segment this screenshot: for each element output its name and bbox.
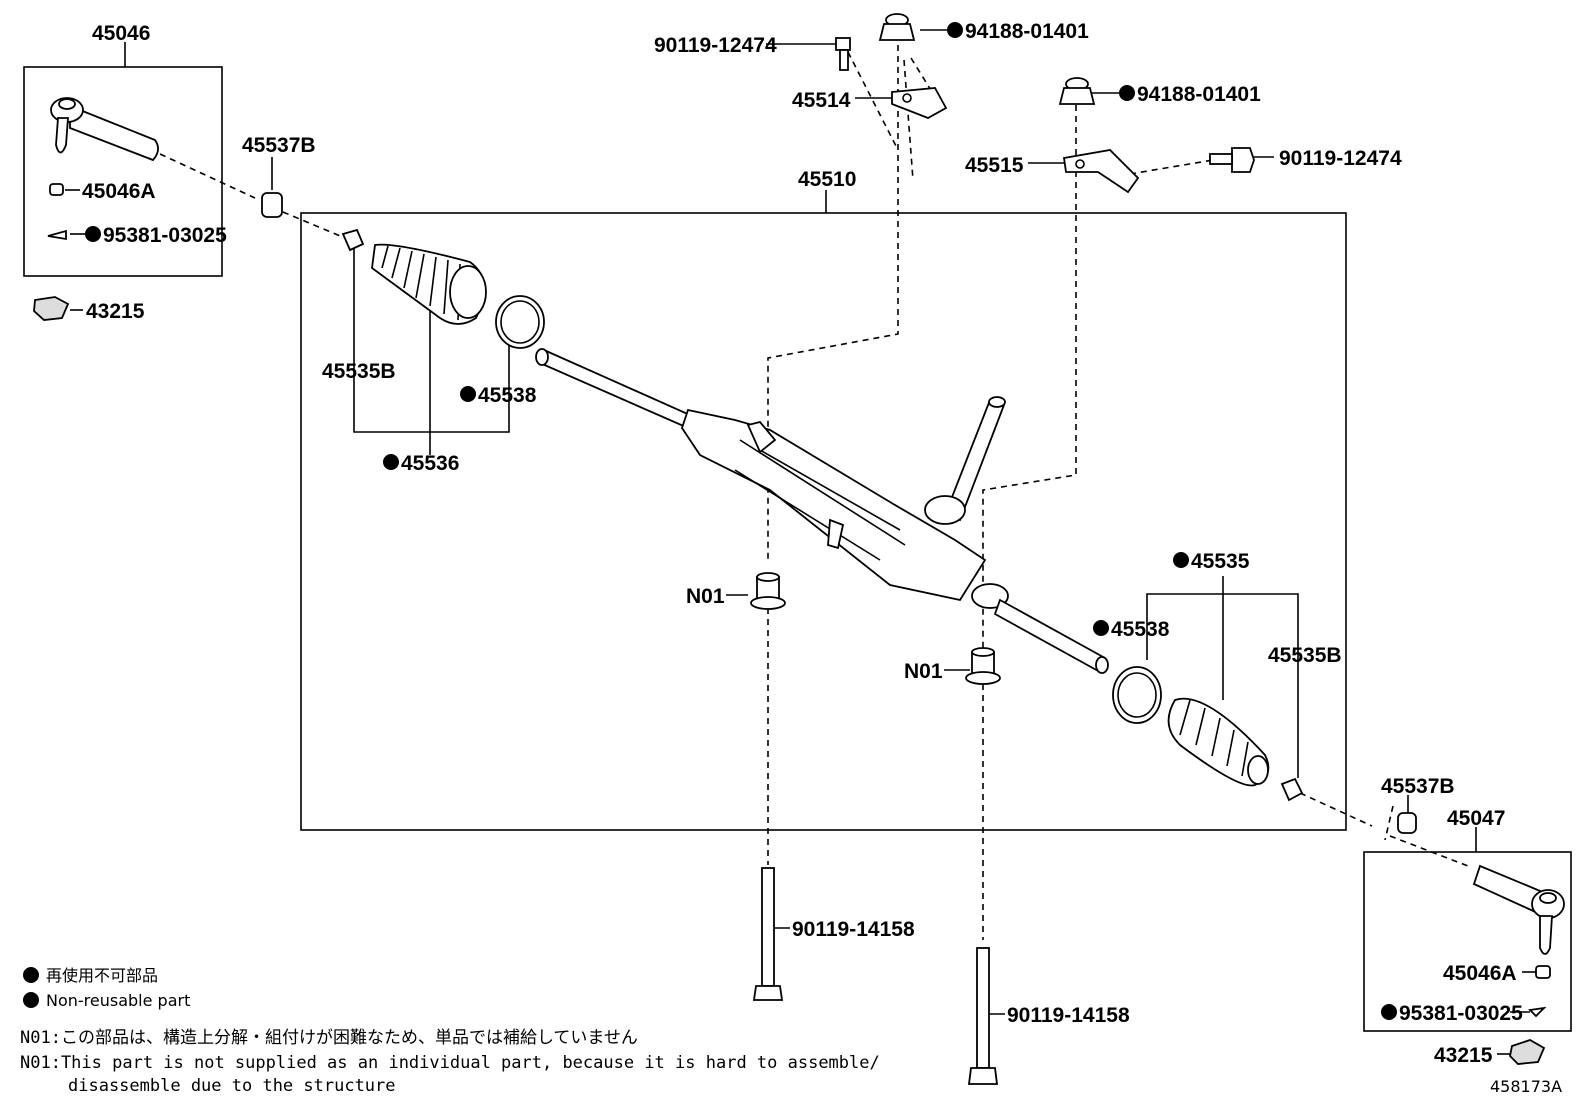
left-pin-drawing	[47, 229, 67, 241]
left-bushing-drawing	[750, 572, 786, 610]
label-n01-right: N01	[904, 660, 943, 683]
label-bolt-top-left: 90119-12474	[654, 34, 777, 57]
right-boot-drawing	[1167, 697, 1270, 787]
left-clamp-ring-drawing	[495, 295, 545, 349]
label-45538-left: 45538	[478, 384, 537, 407]
steering-rack-drawing	[535, 348, 1109, 674]
right-clamp-ring-drawing	[1112, 666, 1162, 724]
label-43215-right: 43215	[1434, 1044, 1493, 1067]
right-long-bolt-drawing	[967, 947, 999, 1085]
legend-en: Non-reusable part	[46, 991, 190, 1010]
label-45514: 45514	[792, 89, 851, 112]
left-nut-drawing	[33, 296, 70, 321]
left-clamp-drawing	[261, 192, 283, 218]
label-nut-top-left: 94188-01401	[965, 20, 1089, 43]
left-boot-drawing	[371, 243, 487, 325]
figure-id: 458173A	[1490, 1077, 1562, 1096]
right-nut-drawing	[1509, 1039, 1546, 1065]
right-45046a-drawing	[1535, 965, 1551, 979]
top-right-nut-drawing	[1058, 77, 1096, 105]
right-boot-clip-drawing	[1280, 777, 1304, 802]
note-en-line2: disassemble due to the structure	[68, 1076, 396, 1096]
label-45515: 45515	[965, 154, 1024, 177]
label-45537b-left: 45537B	[242, 134, 316, 157]
label-45538-right: 45538	[1111, 618, 1170, 641]
left-boot-clip-drawing	[341, 228, 365, 252]
label-45536: 45536	[401, 452, 459, 475]
label-45047: 45047	[1447, 807, 1505, 830]
label-45046a-left: 45046A	[82, 180, 156, 203]
right-tie-rod-end-drawing	[1472, 864, 1565, 955]
label-45535b-left: 45535B	[322, 360, 396, 383]
label-nut-top-right: 94188-01401	[1137, 83, 1261, 106]
label-pin-left: 95381-03025	[103, 224, 227, 247]
leader-lines	[65, 29, 1536, 1055]
left-tie-rod-end-drawing	[50, 97, 159, 162]
top-left-nut-drawing	[878, 13, 916, 41]
left-45046a-drawing	[49, 183, 64, 196]
label-bolt-top-right: 90119-12474	[1279, 147, 1402, 170]
left-bracket-45514-drawing	[891, 87, 948, 119]
label-45535b-right: 45535B	[1268, 644, 1342, 667]
label-45537b-right: 45537B	[1381, 775, 1455, 798]
right-bushing-drawing	[965, 647, 1001, 685]
label-long-bolt-right: 90119-14158	[1007, 1004, 1130, 1027]
label-45046: 45046	[92, 22, 150, 45]
non-reusable-markers	[23, 22, 1397, 1020]
top-left-bolt-drawing	[835, 37, 851, 71]
right-bracket-45515-drawing	[1062, 149, 1140, 194]
label-pin-right: 95381-03025	[1399, 1002, 1523, 1025]
top-right-bolt-drawing	[1209, 147, 1255, 173]
note-jp: N01:この部品は、構造上分解・組付けが困難なため、単品では補給していません	[20, 1028, 638, 1048]
right-tie-rod-box	[1363, 851, 1572, 1032]
gear-assembly-box	[300, 212, 1347, 831]
left-long-bolt-drawing	[752, 867, 784, 1001]
left-tie-rod-box	[23, 66, 223, 277]
right-pin-drawing	[1528, 1006, 1547, 1018]
label-long-bolt-left: 90119-14158	[792, 918, 915, 941]
note-en-line1: N01:This part is not supplied as an indi…	[20, 1053, 880, 1073]
label-45535: 45535	[1191, 550, 1250, 573]
right-clamp-drawing	[1397, 812, 1417, 834]
label-43215-left: 43215	[86, 300, 145, 323]
label-45510: 45510	[798, 168, 856, 191]
label-n01-left: N01	[686, 585, 725, 608]
label-45046a-right: 45046A	[1443, 962, 1517, 985]
legend-jp: 再使用不可部品	[46, 966, 158, 985]
